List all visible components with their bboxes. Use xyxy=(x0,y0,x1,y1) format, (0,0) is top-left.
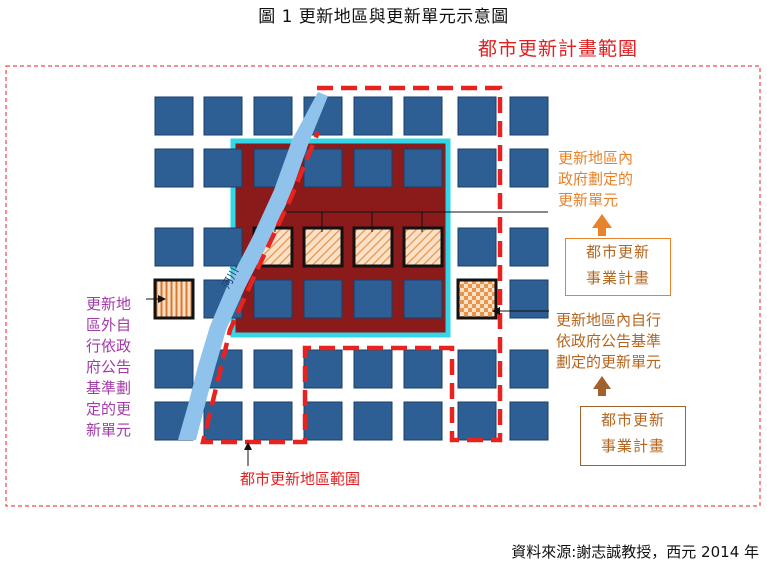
renewal-area-boundary xyxy=(200,85,503,445)
note-outer-self-line: 更新地 xyxy=(86,295,132,313)
building-block xyxy=(509,96,549,136)
building-block xyxy=(457,148,497,188)
note-inner-self-line: 依政府公告基準 xyxy=(556,332,662,350)
building-block xyxy=(303,279,343,319)
building-block xyxy=(509,227,549,267)
building-block xyxy=(203,148,243,188)
arrow-business-plan-2 xyxy=(593,376,611,389)
building-block xyxy=(509,148,549,188)
building-block xyxy=(154,227,194,267)
building-block xyxy=(303,401,343,441)
note-inner-self-line: 劃定的更新單元 xyxy=(556,353,662,371)
building-block xyxy=(457,227,497,267)
renewal-unit-block xyxy=(352,226,394,268)
business-plan-box-2: 都市更新 事業計畫 xyxy=(580,406,686,466)
building-block xyxy=(154,96,194,136)
plan-area-boundary xyxy=(5,65,761,507)
renewal-unit-block xyxy=(456,278,498,320)
building-block xyxy=(203,96,243,136)
building-block xyxy=(353,349,393,389)
building-block xyxy=(509,401,549,441)
note-outer-self-line: 區外自 xyxy=(86,316,132,334)
building-block xyxy=(353,279,393,319)
building-block xyxy=(403,148,443,188)
plan-area-label: 都市更新計畫範圍 xyxy=(478,38,639,60)
building-block xyxy=(303,349,343,389)
building-block xyxy=(154,148,194,188)
river xyxy=(178,92,328,440)
business-plan-line: 事業計畫 xyxy=(585,269,650,287)
building-block xyxy=(253,279,293,319)
building-block xyxy=(403,401,443,441)
building-block xyxy=(457,349,497,389)
building-block xyxy=(353,96,393,136)
note-inner-gov-line: 更新地區內 xyxy=(558,149,634,167)
business-plan-line: 都市更新 xyxy=(585,243,650,261)
building-block xyxy=(403,96,443,136)
building-block xyxy=(509,279,549,319)
arrow-business-plan-1 xyxy=(592,214,612,228)
building-block xyxy=(403,279,443,319)
note-outer-self-line: 新單元 xyxy=(86,421,132,439)
building-block xyxy=(457,96,497,136)
renewal-area-label: 都市更新地區範圍 xyxy=(240,470,361,488)
note-outer-self-line: 府公告 xyxy=(86,358,132,376)
renewal-unit-block xyxy=(302,226,344,268)
figure-title: 圖 1 更新地區與更新單元示意圖 xyxy=(258,7,509,27)
note-inner-gov-line: 政府劃定的 xyxy=(558,170,634,188)
business-plan-line: 事業計畫 xyxy=(600,437,665,455)
note-inner-self: 更新地區內自行 依政府公告基準 劃定的更新單元 xyxy=(556,310,661,373)
building-block xyxy=(154,349,194,389)
building-block xyxy=(253,349,293,389)
building-block xyxy=(253,96,293,136)
note-outer-self-line: 定的更 xyxy=(86,400,132,418)
note-inner-gov: 更新地區內 政府劃定的 更新單元 xyxy=(558,148,633,211)
building-block xyxy=(203,227,243,267)
note-inner-gov-line: 更新單元 xyxy=(558,191,619,209)
note-inner-self-line: 更新地區內自行 xyxy=(556,311,662,329)
building-block xyxy=(253,401,293,441)
business-plan-box-1: 都市更新 事業計畫 xyxy=(565,238,671,296)
building-block xyxy=(353,401,393,441)
note-outer-self-line: 行依政 xyxy=(86,337,132,355)
renewal-unit-block xyxy=(402,226,444,268)
building-block xyxy=(353,148,393,188)
building-block xyxy=(457,401,497,441)
note-outer-self-line: 基準劃 xyxy=(86,379,132,397)
note-outer-self: 更新地 區外自 行依政 府公告 基準劃 定的更 新單元 xyxy=(86,294,131,441)
source-note: 資料來源:謝志誠教授，西元 2014 年 xyxy=(511,543,759,561)
business-plan-line: 都市更新 xyxy=(600,411,665,429)
building-block xyxy=(403,349,443,389)
building-block xyxy=(509,349,549,389)
